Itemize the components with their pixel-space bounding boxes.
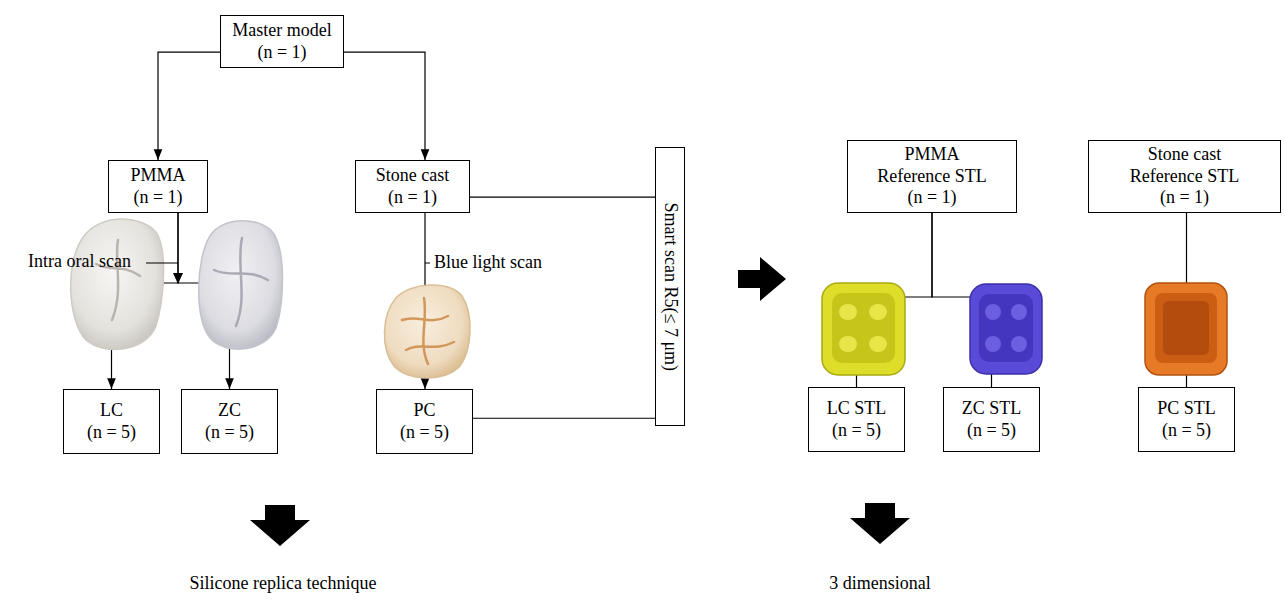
box-text: LC STL <box>827 398 887 420</box>
box-text: (n = 5) <box>400 422 449 444</box>
process-box: ZC STL(n = 5) <box>943 387 1040 452</box>
process-box: PC STL(n = 5) <box>1138 387 1235 452</box>
box-text: (n = 1) <box>133 187 182 209</box>
stl-outline <box>822 283 905 375</box>
stl-cusp <box>1011 304 1027 320</box>
box-text: Stone cast <box>376 165 450 187</box>
crown-image <box>71 219 164 350</box>
stl-cusp <box>839 336 857 352</box>
block-arrow <box>850 503 910 544</box>
box-text: (n = 1) <box>1160 187 1209 209</box>
process-box: Stone cast(n = 1) <box>355 160 470 213</box>
box-text: PC STL <box>1157 398 1216 420</box>
crown-fissure <box>402 298 454 364</box>
stl-inner <box>979 294 1033 362</box>
crown-outline <box>199 221 283 349</box>
process-box: LC STL(n = 5) <box>808 387 905 452</box>
process-label: Intra oral scan <box>28 251 131 273</box>
stl-inner <box>1155 293 1217 363</box>
box-text: ZC <box>218 400 241 422</box>
process-box: Stone cast Reference STL(n = 1) <box>1088 140 1281 213</box>
stl-cusp <box>869 304 887 320</box>
box-text: Master model <box>232 20 331 42</box>
stl-image <box>1145 283 1227 375</box>
vertical-box: Smart scan R5(≤ 7 μm) <box>655 147 685 426</box>
stl-inner <box>1163 301 1209 355</box>
crown-outline <box>384 285 470 378</box>
crown-image <box>199 221 283 349</box>
crown-groove <box>214 238 268 326</box>
box-text: (n = 1) <box>907 187 956 209</box>
leader-line <box>146 263 178 264</box>
process-box: Master model(n = 1) <box>220 15 344 68</box>
connector <box>158 52 220 160</box>
junction-arrowhead <box>173 273 183 284</box>
stl-cusp <box>985 304 1001 320</box>
block-arrow <box>250 505 310 546</box>
box-text: (n = 5) <box>1162 420 1211 442</box>
box-text: ZC STL <box>962 398 1022 420</box>
connector <box>473 418 655 419</box>
leader-line <box>425 263 430 264</box>
box-text: (n = 5) <box>832 420 881 442</box>
box-text: PC <box>413 400 435 422</box>
stl-cusp <box>869 336 887 352</box>
box-text: LC <box>100 400 123 422</box>
stl-outline <box>1145 283 1227 375</box>
box-text: (n = 5) <box>967 420 1016 442</box>
box-text: Stone cast Reference STL <box>1124 144 1245 187</box>
box-text: Smart scan R5(≤ 7 μm) <box>659 202 681 371</box>
stl-inner <box>832 293 895 363</box>
stl-outline <box>970 284 1042 374</box>
crown-outline <box>71 219 164 350</box>
connector <box>470 197 655 198</box>
box-text: (n = 5) <box>205 422 254 444</box>
process-box: ZC(n = 5) <box>181 389 278 454</box>
crown-image <box>384 285 470 378</box>
method-caption: 3 dimensional <box>829 573 931 595</box>
stl-cusp <box>839 304 857 320</box>
stl-image <box>970 284 1042 374</box>
stl-cusp <box>1011 336 1027 352</box>
process-box: PMMA Reference STL(n = 1) <box>847 140 1017 213</box>
process-box: PMMA(n = 1) <box>108 160 208 213</box>
connector <box>344 52 425 160</box>
box-text: (n = 5) <box>87 422 136 444</box>
box-text: (n = 1) <box>257 42 306 64</box>
box-text: PMMA Reference STL <box>872 144 992 187</box>
process-box: LC(n = 5) <box>63 389 160 454</box>
block-arrow <box>738 257 786 301</box>
process-label: Blue light scan <box>434 252 542 274</box>
method-caption: Silicone replica technique <box>190 573 377 595</box>
stl-image <box>822 283 905 375</box>
box-text: PMMA <box>130 165 185 187</box>
box-text: (n = 1) <box>388 187 437 209</box>
stl-cusp <box>985 336 1001 352</box>
process-box: PC(n = 5) <box>376 389 473 454</box>
